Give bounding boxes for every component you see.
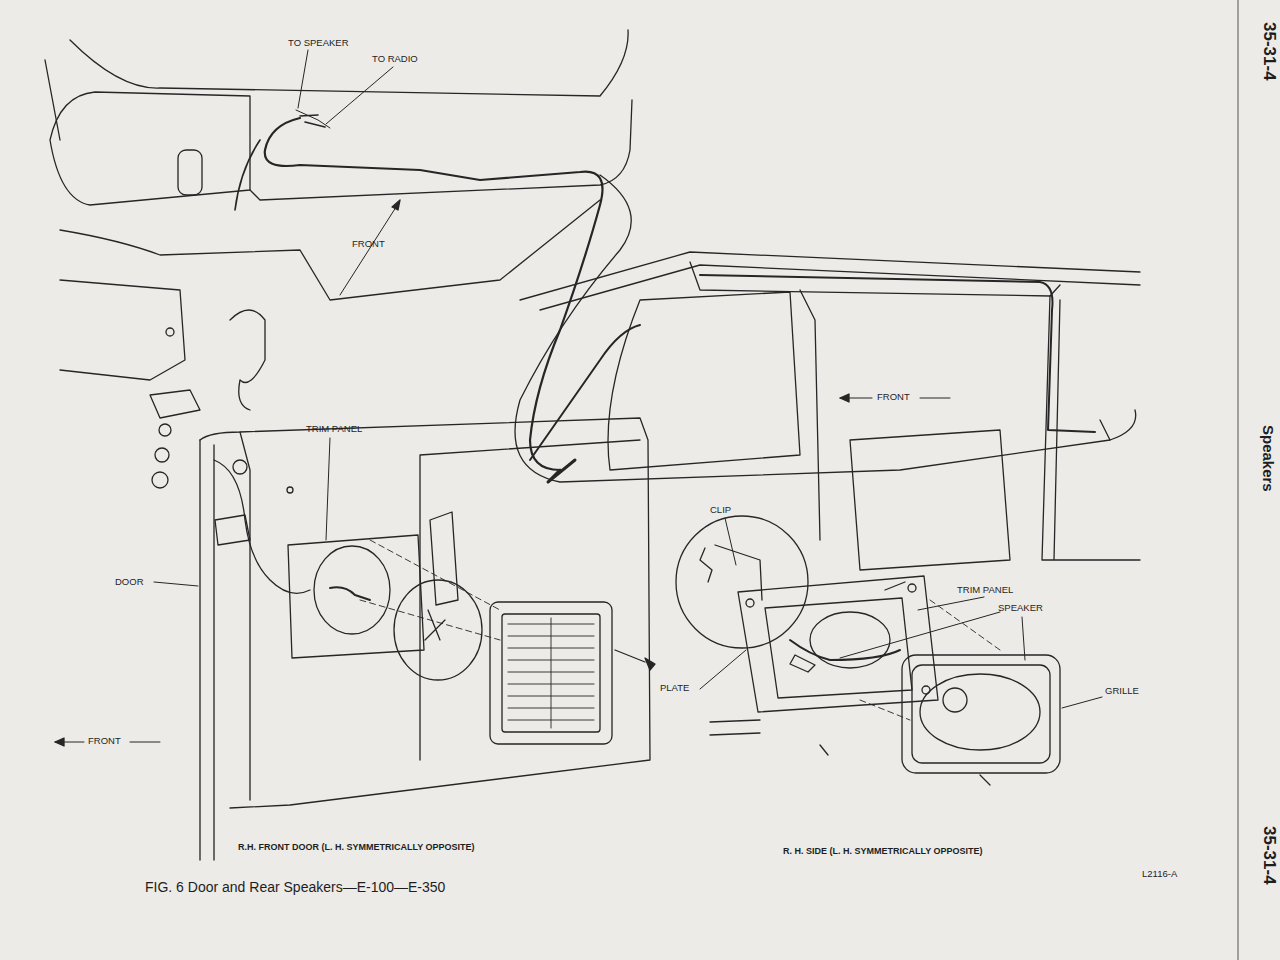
- part-label: FRONT: [352, 239, 385, 249]
- part-label: PLATE: [660, 683, 689, 693]
- part-label: R.H. FRONT DOOR (L. H. SYMMETRICALLY OPP…: [238, 843, 475, 853]
- part-label: DOOR: [115, 577, 144, 587]
- part-label: TRIM PANEL: [306, 424, 362, 434]
- part-label: TO RADIO: [372, 54, 418, 64]
- part-label: FRONT: [877, 392, 910, 402]
- page-number: 35-31-4: [1259, 22, 1278, 81]
- part-label: CLIP: [710, 505, 731, 515]
- part-label: SPEAKER: [998, 603, 1043, 613]
- running-header: Speakers: [1260, 425, 1277, 492]
- part-label: R. H. SIDE (L. H. SYMMETRICALLY OPPOSITE…: [783, 847, 983, 857]
- part-label: TRIM PANEL: [957, 585, 1013, 595]
- part-label: GRILLE: [1105, 686, 1139, 696]
- part-label: FRONT: [88, 736, 121, 746]
- part-label: TO SPEAKER: [288, 38, 349, 48]
- part-label: L2116-A: [1142, 869, 1177, 879]
- figure-caption: FIG. 6 Door and Rear Speakers—E-100—E-35…: [145, 880, 445, 895]
- page-number: 35-31-4: [1259, 826, 1278, 885]
